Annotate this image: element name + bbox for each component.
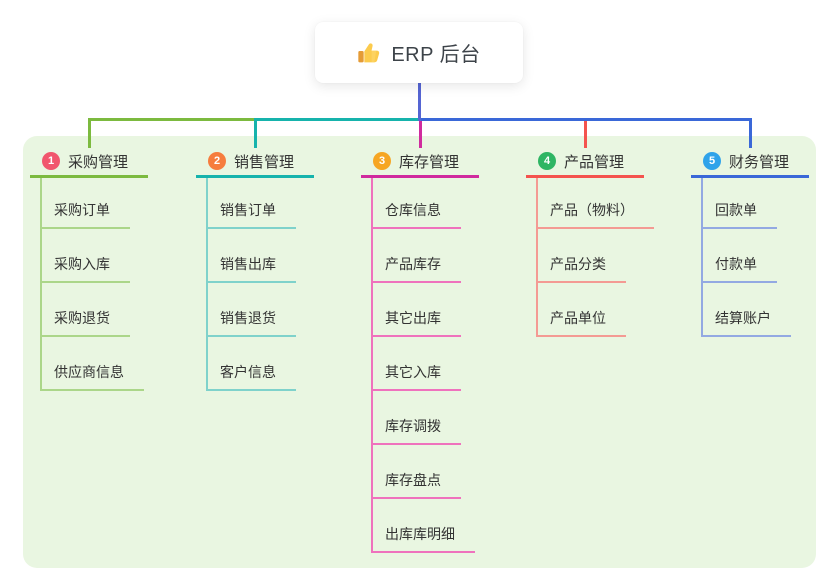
- child-node[interactable]: 回款单: [703, 178, 777, 229]
- child-label: 销售出库: [220, 256, 276, 272]
- child-label: 采购订单: [54, 202, 110, 218]
- branch-number-badge: 3: [373, 152, 391, 170]
- branch-label: 采购管理: [68, 153, 129, 171]
- child-label: 出库库明细: [385, 526, 455, 542]
- child-node[interactable]: 销售订单: [208, 178, 296, 229]
- branch-number-badge: 2: [208, 152, 226, 170]
- branch-3: 3 库存管理仓库信息产品库存其它出库其它入库库存调拨库存盘点出库库明细: [361, 147, 479, 553]
- branch-number-badge: 5: [703, 152, 721, 170]
- child-label: 库存调拨: [385, 418, 441, 434]
- child-label: 客户信息: [220, 364, 276, 380]
- branch-children: 回款单付款单结算账户: [701, 178, 791, 337]
- child-node[interactable]: 供应商信息: [42, 337, 144, 391]
- branch-label: 财务管理: [729, 153, 790, 171]
- root-connector-stub: [417, 83, 421, 121]
- branches-panel: [23, 136, 816, 568]
- branch-node[interactable]: 1 采购管理: [30, 147, 148, 178]
- branch-label: 销售管理: [234, 153, 295, 171]
- branch-number-badge: 4: [538, 152, 556, 170]
- child-node[interactable]: 库存盘点: [373, 445, 461, 499]
- child-label: 产品单位: [550, 310, 606, 326]
- branch-node[interactable]: 3 库存管理: [361, 147, 479, 178]
- branch-connector-horizontal: [253, 118, 421, 121]
- child-node[interactable]: 产品分类: [538, 229, 626, 283]
- branch-2: 2 销售管理销售订单销售出库销售退货客户信息: [196, 147, 314, 391]
- child-node[interactable]: 出库库明细: [373, 499, 475, 553]
- branch-node[interactable]: 4 产品管理: [526, 147, 644, 178]
- child-label: 采购退货: [54, 310, 110, 326]
- branch-1: 1 采购管理采购订单采购入库采购退货供应商信息: [30, 147, 148, 391]
- child-node[interactable]: 采购订单: [42, 178, 130, 229]
- child-label: 仓库信息: [385, 202, 441, 218]
- branch-connector-drop: [87, 121, 91, 148]
- child-label: 库存盘点: [385, 472, 441, 488]
- branch-connector-drop: [748, 121, 752, 148]
- child-label: 供应商信息: [54, 364, 124, 380]
- branch-children: 仓库信息产品库存其它出库其它入库库存调拨库存盘点出库库明细: [371, 178, 475, 553]
- child-node[interactable]: 付款单: [703, 229, 777, 283]
- child-node[interactable]: 结算账户: [703, 283, 791, 337]
- branch-connector-drop: [253, 121, 257, 148]
- branch-node[interactable]: 5 财务管理: [691, 147, 809, 178]
- branch-label: 产品管理: [564, 153, 625, 171]
- branch-connector-horizontal: [417, 118, 752, 121]
- child-node[interactable]: 采购入库: [42, 229, 130, 283]
- branch-5: 5 财务管理回款单付款单结算账户: [691, 147, 809, 337]
- branch-label: 库存管理: [399, 153, 460, 171]
- child-label: 其它出库: [385, 310, 441, 326]
- child-node[interactable]: 仓库信息: [373, 178, 461, 229]
- child-node[interactable]: 销售退货: [208, 283, 296, 337]
- child-label: 销售退货: [220, 310, 276, 326]
- branch-children: 销售订单销售出库销售退货客户信息: [206, 178, 296, 391]
- child-node[interactable]: 产品库存: [373, 229, 461, 283]
- child-label: 回款单: [715, 202, 757, 218]
- branch-children: 产品（物料） 产品分类产品单位: [536, 178, 654, 337]
- branch-connector-drop: [418, 121, 422, 148]
- child-label: 销售订单: [220, 202, 276, 218]
- child-node[interactable]: 销售出库: [208, 229, 296, 283]
- root-node[interactable]: ERP 后台: [315, 22, 523, 83]
- root-label: ERP 后台: [391, 44, 481, 66]
- branch-number-badge: 1: [42, 152, 60, 170]
- branch-node[interactable]: 2 销售管理: [196, 147, 314, 178]
- child-label: 其它入库: [385, 364, 441, 380]
- child-node[interactable]: 库存调拨: [373, 391, 461, 445]
- child-label: 产品库存: [385, 256, 441, 272]
- child-node[interactable]: 采购退货: [42, 283, 130, 337]
- child-node[interactable]: 产品单位: [538, 283, 626, 337]
- branch-4: 4 产品管理产品（物料） 产品分类产品单位: [526, 147, 654, 337]
- child-node[interactable]: 其它出库: [373, 283, 461, 337]
- child-label: 产品（物料）: [550, 202, 634, 218]
- branch-connector-drop: [583, 121, 587, 148]
- child-node[interactable]: 客户信息: [208, 337, 296, 391]
- child-node[interactable]: 其它入库: [373, 337, 461, 391]
- child-node[interactable]: 产品（物料）: [538, 178, 654, 229]
- child-label: 采购入库: [54, 256, 110, 272]
- thumbs-up-icon: [357, 41, 381, 65]
- child-label: 结算账户: [715, 310, 771, 326]
- child-label: 产品分类: [550, 256, 606, 272]
- child-label: 付款单: [715, 256, 757, 272]
- branch-children: 采购订单采购入库采购退货供应商信息: [40, 178, 144, 391]
